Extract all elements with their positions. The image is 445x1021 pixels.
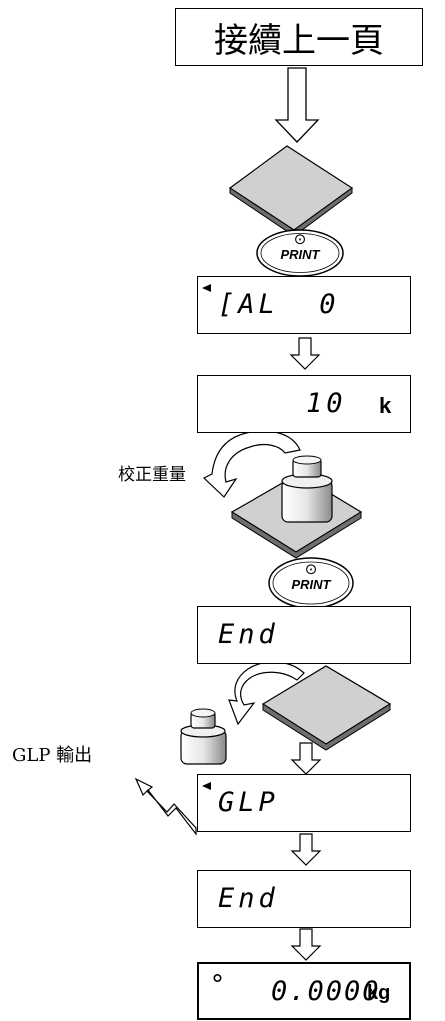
display-value: 10 xyxy=(306,388,347,419)
calibration-weight-label: 校正重量 xyxy=(118,465,186,485)
display-text: End xyxy=(218,619,279,650)
print-button-1 xyxy=(256,229,344,277)
print-button-1-label[interactable]: ⊙ PRINT xyxy=(276,230,324,263)
weighing-pan-empty xyxy=(228,145,354,237)
down-arrow-icon xyxy=(290,742,322,775)
continue-label: 接續上一頁 xyxy=(214,20,384,61)
stable-indicator-icon xyxy=(202,782,211,790)
glp-output-lightning-arrow-icon xyxy=(134,777,197,836)
display-glp: GLP xyxy=(197,774,411,832)
display-cal-zero: [AL 0 xyxy=(197,276,411,334)
display-end-1: End xyxy=(197,606,411,664)
continue-from-previous-page-box: 接續上一頁 xyxy=(175,8,423,66)
display-text: GLP xyxy=(218,787,279,818)
removed-weight xyxy=(180,708,227,765)
stable-indicator-icon xyxy=(202,284,211,292)
down-arrow-icon xyxy=(274,67,320,143)
print-button-2-label[interactable]: ⊙ PRINT xyxy=(287,560,335,593)
display-weight-prompt: 10 k xyxy=(197,375,411,433)
zero-indicator-icon: ° xyxy=(211,970,224,1000)
display-text: [AL 0 xyxy=(218,289,340,320)
display-final-weight: ° 0.0000 kg xyxy=(197,962,411,1020)
display-value: 0.0000 xyxy=(271,976,381,1007)
display-text: End xyxy=(218,883,279,914)
weighing-pan-removed xyxy=(261,665,392,751)
print-symbol-icon: ⊙ xyxy=(293,230,307,248)
display-unit: kg xyxy=(367,982,391,1004)
display-unit: k xyxy=(379,393,392,418)
display-end-2: End xyxy=(197,870,411,928)
down-arrow-icon xyxy=(289,337,321,370)
curved-arrow-icon xyxy=(202,430,301,498)
glp-output-label: GLP 輸出 xyxy=(12,745,93,766)
down-arrow-icon xyxy=(290,928,322,961)
down-arrow-icon xyxy=(290,833,322,866)
print-symbol-icon: ⊙ xyxy=(304,560,318,578)
print-label: PRINT xyxy=(291,577,331,592)
print-label: PRINT xyxy=(280,247,320,262)
weighing-pan-with-weight xyxy=(230,455,363,559)
